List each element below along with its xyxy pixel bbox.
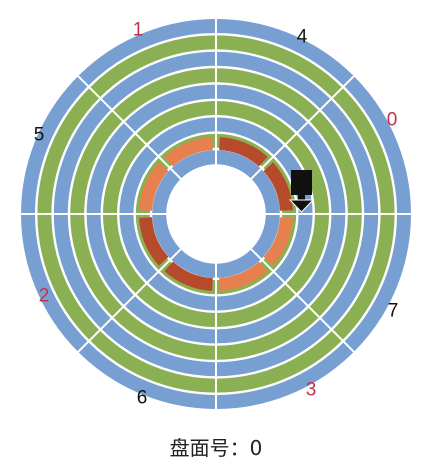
inner-ring-segment [139,162,169,211]
platter-number-label: 盘面号： [169,436,250,460]
sector-label-5: 5 [33,124,45,146]
sector-divider-line [76,74,183,181]
inner-ring-segment [219,137,268,167]
platter-number-caption: 盘面号：0 [0,432,432,461]
head-block [291,170,312,195]
read-write-head-icon [288,170,315,213]
head-stem [298,195,305,201]
sector-label-1: 1 [132,19,144,41]
sector-label-4: 4 [296,26,308,48]
sector-label-3: 3 [305,379,317,401]
inner-ring-segment [263,217,293,266]
disk-platter [20,18,412,410]
sector-dividers [20,18,412,410]
inner-ring-segment [263,162,293,211]
inner-ring-segment [139,217,169,266]
inner-ring-segment [164,137,213,167]
sector-divider-line [76,247,183,354]
sector-divider-line [249,74,356,181]
sector-label-2: 2 [38,285,50,307]
sector-label-0: 0 [386,109,398,131]
platter-number-value: 0 [249,436,263,460]
sector-label-6: 6 [136,387,148,409]
inner-ring-segment [219,261,268,291]
sector-divider-line [249,247,356,354]
inner-ring [139,137,293,291]
head-arrow [288,199,315,213]
inner-ring-segment [164,261,213,291]
sector-label-7: 7 [387,300,399,322]
